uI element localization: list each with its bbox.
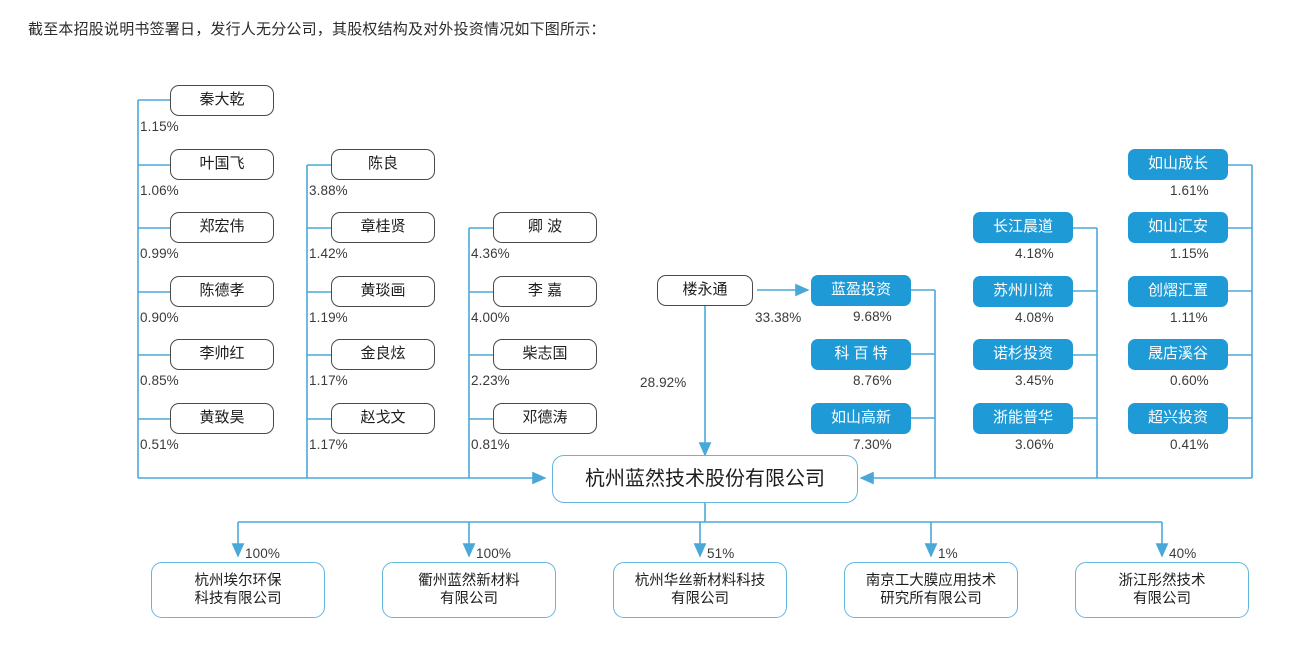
shareholder-pct: 2.23% xyxy=(471,373,510,388)
shareholder-box[interactable]: 章桂贤 xyxy=(331,212,435,243)
shareholder-pct: 3.88% xyxy=(309,183,348,198)
subsidiary-pct: 100% xyxy=(476,546,511,561)
institution-pct: 0.60% xyxy=(1170,373,1209,388)
subsidiary-box[interactable]: 杭州华丝新材料科技 有限公司 xyxy=(613,562,787,618)
subsidiary-box[interactable]: 浙江彤然技术 有限公司 xyxy=(1075,562,1249,618)
institution-box[interactable]: 浙能普华 xyxy=(973,403,1073,434)
institution-pct: 4.18% xyxy=(1015,246,1054,261)
institution-pct: 0.41% xyxy=(1170,437,1209,452)
holder-direct-pct: 28.92% xyxy=(640,375,687,390)
shareholder-box[interactable]: 金良炫 xyxy=(331,339,435,370)
shareholder-box[interactable]: 卿 波 xyxy=(493,212,597,243)
institution-pct: 8.76% xyxy=(853,373,892,388)
institution-box[interactable]: 诺杉投资 xyxy=(973,339,1073,370)
shareholder-box[interactable]: 郑宏伟 xyxy=(170,212,274,243)
shareholder-box[interactable]: 秦大乾 xyxy=(170,85,274,116)
page-caption: 截至本招股说明书签署日，发行人无分公司，其股权结构及对外投资情况如下图所示： xyxy=(28,21,606,38)
shareholder-pct: 1.19% xyxy=(309,310,348,325)
institution-box[interactable]: 如山成长 xyxy=(1128,149,1228,180)
institution-box[interactable]: 如山高新 xyxy=(811,403,911,434)
institution-box[interactable]: 科 百 特 xyxy=(811,339,911,370)
controlling-shareholder-box[interactable]: 楼永通 xyxy=(657,275,753,306)
shareholder-box[interactable]: 柴志国 xyxy=(493,339,597,370)
shareholder-pct: 0.90% xyxy=(140,310,179,325)
shareholder-pct: 0.81% xyxy=(471,437,510,452)
subsidiary-box[interactable]: 衢州蓝然新材料 有限公司 xyxy=(382,562,556,618)
subsidiary-pct: 1% xyxy=(938,546,958,561)
institution-box[interactable]: 长江晨道 xyxy=(973,212,1073,243)
shareholder-pct: 0.51% xyxy=(140,437,179,452)
institution-pct: 4.08% xyxy=(1015,310,1054,325)
institution-box[interactable]: 蓝盈投资 xyxy=(811,275,911,306)
shareholder-box[interactable]: 黄琰画 xyxy=(331,276,435,307)
subsidiary-box[interactable]: 南京工大膜应用技术 研究所有限公司 xyxy=(844,562,1018,618)
institution-pct: 1.11% xyxy=(1170,310,1208,325)
shareholder-pct: 1.17% xyxy=(309,373,348,388)
institution-pct: 7.30% xyxy=(853,437,892,452)
shareholder-pct: 1.06% xyxy=(140,183,179,198)
shareholder-pct: 4.36% xyxy=(471,246,510,261)
institution-box[interactable]: 创熠汇置 xyxy=(1128,276,1228,307)
institution-pct: 1.61% xyxy=(1170,183,1209,198)
institution-pct: 1.15% xyxy=(1170,246,1209,261)
shareholder-pct: 1.17% xyxy=(309,437,348,452)
institution-pct: 9.68% xyxy=(853,309,892,324)
shareholder-box[interactable]: 李 嘉 xyxy=(493,276,597,307)
institution-box[interactable]: 苏州川流 xyxy=(973,276,1073,307)
shareholder-box[interactable]: 赵戈文 xyxy=(331,403,435,434)
institution-box[interactable]: 晟店溪谷 xyxy=(1128,339,1228,370)
institution-box[interactable]: 超兴投资 xyxy=(1128,403,1228,434)
shareholder-pct: 0.85% xyxy=(140,373,179,388)
subsidiary-box[interactable]: 杭州埃尔环保 科技有限公司 xyxy=(151,562,325,618)
shareholder-box[interactable]: 邓德涛 xyxy=(493,403,597,434)
shareholder-box[interactable]: 陈良 xyxy=(331,149,435,180)
shareholder-pct: 4.00% xyxy=(471,310,510,325)
institution-pct: 3.06% xyxy=(1015,437,1054,452)
subsidiary-pct: 40% xyxy=(1169,546,1197,561)
shareholder-box[interactable]: 李帅红 xyxy=(170,339,274,370)
shareholder-pct: 1.42% xyxy=(309,246,348,261)
shareholder-box[interactable]: 陈德孝 xyxy=(170,276,274,307)
shareholder-pct: 1.15% xyxy=(140,119,179,134)
shareholder-box[interactable]: 叶国飞 xyxy=(170,149,274,180)
issuer-box[interactable]: 杭州蓝然技术股份有限公司 xyxy=(552,455,858,503)
holder-to-lanying-pct: 33.38% xyxy=(755,310,802,325)
institution-box[interactable]: 如山汇安 xyxy=(1128,212,1228,243)
subsidiary-pct: 51% xyxy=(707,546,735,561)
subsidiary-pct: 100% xyxy=(245,546,280,561)
institution-pct: 3.45% xyxy=(1015,373,1054,388)
shareholder-pct: 0.99% xyxy=(140,246,179,261)
shareholder-box[interactable]: 黄致昊 xyxy=(170,403,274,434)
